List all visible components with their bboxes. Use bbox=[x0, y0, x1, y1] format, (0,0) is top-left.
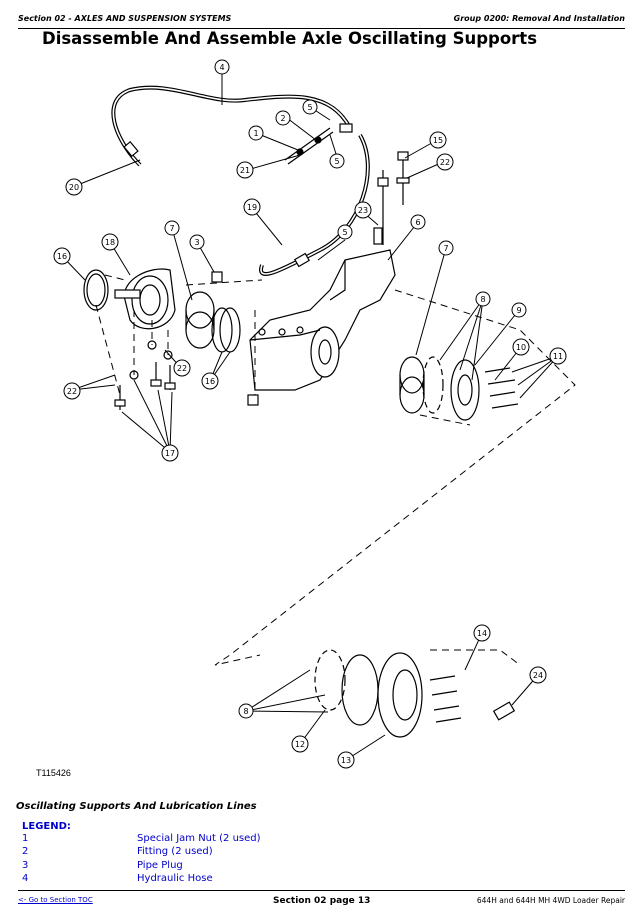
svg-text:12: 12 bbox=[295, 740, 305, 749]
page-header: Section 02 - AXLES AND SUSPENSION SYSTEM… bbox=[18, 12, 625, 29]
svg-text:7: 7 bbox=[443, 244, 448, 253]
callout-11: 11 bbox=[549, 347, 567, 365]
svg-text:22: 22 bbox=[67, 387, 77, 396]
exploded-view-diagram: 4 1 2 5 5 21 20 15 22 19 23 6 7 5 3 18 7… bbox=[53, 59, 576, 769]
callout-14: 14 bbox=[473, 624, 491, 642]
page-number: Section 02 page 13 bbox=[273, 896, 371, 906]
figure-caption: Oscillating Supports And Lubrication Lin… bbox=[16, 801, 257, 812]
svg-text:5: 5 bbox=[334, 157, 339, 166]
callout-1: 1 bbox=[248, 125, 264, 141]
svg-text:16: 16 bbox=[57, 252, 67, 261]
callout-7b: 7 bbox=[438, 240, 454, 256]
callout-16a: 16 bbox=[53, 247, 71, 265]
svg-text:8: 8 bbox=[480, 295, 485, 304]
page-footer: <- Go to Section TOC Section 02 page 13 … bbox=[18, 890, 625, 911]
callout-2: 2 bbox=[275, 110, 291, 126]
svg-text:21: 21 bbox=[240, 166, 250, 175]
legend-description: Fitting (2 used) bbox=[137, 846, 213, 858]
svg-text:13: 13 bbox=[341, 756, 351, 765]
svg-text:19: 19 bbox=[247, 203, 257, 212]
callout-24: 24 bbox=[529, 666, 547, 684]
legend-description: Hydraulic Hose bbox=[137, 872, 213, 884]
callout-9: 9 bbox=[511, 302, 527, 318]
figure-id: T115426 bbox=[36, 768, 71, 778]
svg-text:5: 5 bbox=[307, 103, 312, 112]
callout-22c: 22 bbox=[63, 382, 81, 400]
svg-text:10: 10 bbox=[516, 343, 526, 352]
legend-list: 1 Special Jam Nut (2 used) 2 Fitting (2 … bbox=[22, 833, 422, 886]
legend-item[interactable]: 4 Hydraulic Hose bbox=[22, 873, 422, 886]
svg-text:22: 22 bbox=[440, 158, 450, 167]
svg-text:9: 9 bbox=[516, 306, 521, 315]
svg-text:20: 20 bbox=[69, 183, 79, 192]
callout-16b: 16 bbox=[201, 372, 219, 390]
callout-19: 19 bbox=[243, 198, 261, 216]
callout-23: 23 bbox=[354, 201, 372, 219]
svg-text:24: 24 bbox=[533, 671, 543, 680]
svg-text:3: 3 bbox=[194, 238, 199, 247]
svg-text:11: 11 bbox=[553, 352, 563, 361]
svg-text:18: 18 bbox=[105, 238, 115, 247]
svg-text:8: 8 bbox=[243, 707, 248, 716]
callout-4: 4 bbox=[214, 59, 230, 75]
svg-text:2: 2 bbox=[280, 114, 285, 123]
svg-text:5: 5 bbox=[342, 228, 347, 237]
manual-title: 644H and 644H MH 4WD Loader Repair bbox=[476, 896, 625, 905]
callout-7a: 7 bbox=[164, 220, 180, 236]
legend-number: 2 bbox=[22, 846, 29, 858]
callout-8a: 8 bbox=[475, 291, 491, 307]
callout-18: 18 bbox=[101, 233, 119, 251]
svg-text:1: 1 bbox=[253, 129, 258, 138]
legend-heading: LEGEND: bbox=[22, 821, 71, 832]
legend-item[interactable]: 3 Pipe Plug bbox=[22, 860, 422, 873]
page-title: Disassemble And Assemble Axle Oscillatin… bbox=[42, 29, 538, 48]
svg-text:17: 17 bbox=[165, 449, 175, 458]
callout-17: 17 bbox=[161, 444, 179, 462]
legend-description: Pipe Plug bbox=[137, 859, 183, 871]
callout-21: 21 bbox=[236, 161, 254, 179]
legend-item[interactable]: 2 Fitting (2 used) bbox=[22, 846, 422, 859]
callout-22a: 22 bbox=[436, 153, 454, 171]
callout-5b: 5 bbox=[329, 153, 345, 169]
section-title: Section 02 - AXLES AND SUSPENSION SYSTEM… bbox=[18, 14, 232, 23]
svg-text:15: 15 bbox=[433, 136, 443, 145]
callout-12: 12 bbox=[291, 735, 309, 753]
legend-number: 3 bbox=[22, 859, 29, 871]
legend-number: 1 bbox=[22, 833, 29, 844]
callout-3: 3 bbox=[189, 234, 205, 250]
svg-text:7: 7 bbox=[169, 224, 174, 233]
svg-text:14: 14 bbox=[477, 629, 487, 638]
callout-10: 10 bbox=[512, 338, 530, 356]
callout-15: 15 bbox=[429, 131, 447, 149]
legend-number: 4 bbox=[22, 872, 29, 884]
svg-text:6: 6 bbox=[415, 218, 420, 227]
callout-22b: 22 bbox=[173, 359, 191, 377]
svg-text:22: 22 bbox=[177, 364, 187, 373]
svg-text:16: 16 bbox=[205, 377, 215, 386]
svg-text:4: 4 bbox=[219, 63, 224, 72]
svg-text:23: 23 bbox=[358, 206, 368, 215]
legend-item[interactable]: 1 Special Jam Nut (2 used) bbox=[22, 833, 422, 846]
callout-5a: 5 bbox=[302, 99, 318, 115]
callout-20: 20 bbox=[65, 178, 83, 196]
callout-5c: 5 bbox=[337, 224, 353, 240]
callout-13: 13 bbox=[337, 751, 355, 769]
group-title: Group 0200: Removal And Installation bbox=[453, 14, 625, 23]
callout-8b: 8 bbox=[238, 703, 254, 719]
callout-6: 6 bbox=[410, 214, 426, 230]
legend-description: Special Jam Nut (2 used) bbox=[137, 833, 261, 844]
section-toc-link[interactable]: <- Go to Section TOC bbox=[18, 896, 93, 904]
